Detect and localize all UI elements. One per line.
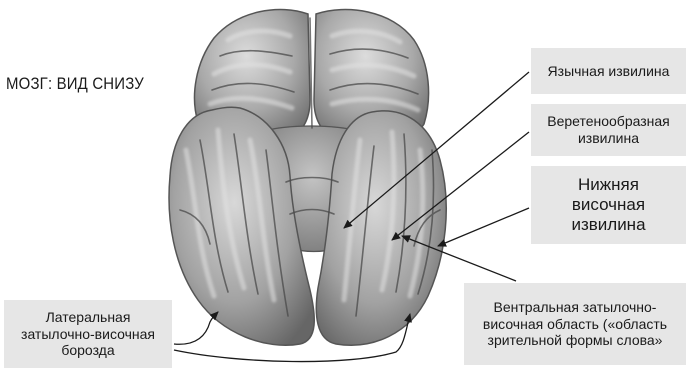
label-lingual-gyrus: Язычная извилина bbox=[531, 48, 686, 94]
label-fusiform-text: Веретенообразная извилина bbox=[547, 113, 670, 146]
label-inferior-temporal-gyrus: Нижняя височная извилина bbox=[531, 166, 686, 244]
label-ventral-occipitotemporal: Вентральная затылочно- височная область … bbox=[464, 283, 686, 365]
label-inferior-temporal-text: Нижняя височная извилина bbox=[571, 175, 645, 235]
arrow-inferior-temporal bbox=[438, 208, 529, 246]
label-fusiform-gyrus: Веретенообразная извилина bbox=[531, 104, 686, 156]
label-lateral-text: Латеральная затылочно-височная борозда bbox=[21, 309, 155, 359]
arrow-lateral-left bbox=[174, 312, 218, 344]
label-ventral-text: Вентральная затылочно- височная область … bbox=[483, 299, 667, 349]
label-lingual-text: Язычная извилина bbox=[548, 63, 670, 80]
label-lateral-sulcus: Латеральная затылочно-височная борозда bbox=[4, 300, 172, 368]
diagram-title: МОЗГ: ВИД СНИЗУ bbox=[6, 74, 144, 94]
